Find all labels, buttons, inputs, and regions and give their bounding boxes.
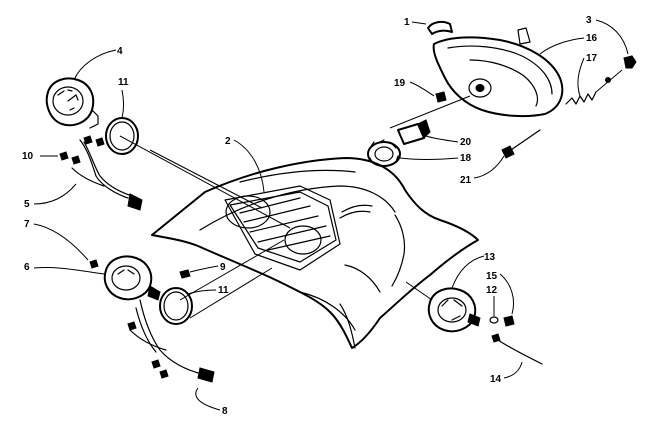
callout-label: 6 [24,262,30,273]
console-fairing [151,157,479,349]
screw-part-7 [89,259,99,269]
speedometer-part-4 [45,77,99,129]
callout-13: 13 [451,252,496,289]
callout-label: 16 [586,33,598,44]
bezel-ring-part-11-lower [159,287,193,325]
callout-3: 3 [586,15,629,55]
callout-label: 1 [404,17,410,28]
callout-1: 1 [404,17,427,28]
callout-7: 7 [24,219,89,261]
socket-part-20 [397,119,431,145]
callout-18: 18 [399,153,472,164]
callout-label: 18 [460,153,472,164]
callout-label: 19 [394,78,406,89]
screw-part-9 [179,269,191,279]
taillight-part-13 [427,287,481,333]
callout-2: 2 [225,136,265,193]
callout-label: 5 [24,199,30,210]
washer-part-12 [489,316,499,324]
callout-16: 16 [539,33,598,55]
callout-label: 4 [117,46,123,57]
callout-6: 6 [24,262,105,275]
callout-label: 14 [490,374,502,385]
callout-label: 12 [486,285,498,296]
callout-9: 9 [189,262,226,273]
callout-20: 20 [425,135,472,148]
tachometer-part-6 [103,255,161,301]
callout-label: 17 [586,53,598,64]
callout-17: 17 [577,53,598,97]
screw-part-21 [501,129,541,159]
callout-label: 11 [118,77,129,88]
callout-15: 15 [486,271,514,315]
callout-label: 15 [486,271,498,282]
callout-19: 19 [394,78,435,97]
callout-label: 7 [24,219,30,230]
callout-label: 8 [222,406,228,417]
callout-label: 10 [22,151,34,162]
wiring-harness-part-5 [59,135,143,211]
callout-11-upper: 11 [118,77,129,119]
alignment-lines [119,95,471,319]
callout-label: 13 [484,252,496,263]
callout-label: 20 [460,137,472,148]
ring-nut-part-18 [367,139,401,167]
callout-5: 5 [24,183,77,210]
callout-8: 8 [195,387,228,417]
callout-4: 4 [73,46,123,81]
callout-11-lower: 11 [187,285,229,296]
spring-part-17 [565,69,623,105]
bulb-part-19 [435,91,447,103]
nut-part-15 [503,315,515,327]
callout-label: 11 [218,285,229,296]
callout-21: 21 [460,155,505,186]
screw-part-3 [623,55,637,69]
cable-part-14 [491,333,543,365]
bezel-ring-part-11-upper [105,117,139,155]
callout-label: 2 [225,136,231,147]
headlight-housing [432,27,564,118]
wiring-harness-part-8 [127,299,215,383]
callout-label: 21 [460,175,472,186]
callout-label: 9 [220,262,226,273]
callout-label: 3 [586,15,592,26]
clip-part-1 [427,20,453,35]
callout-12: 12 [486,285,498,316]
callout-14: 14 [490,361,523,385]
callout-10: 10 [22,151,58,162]
